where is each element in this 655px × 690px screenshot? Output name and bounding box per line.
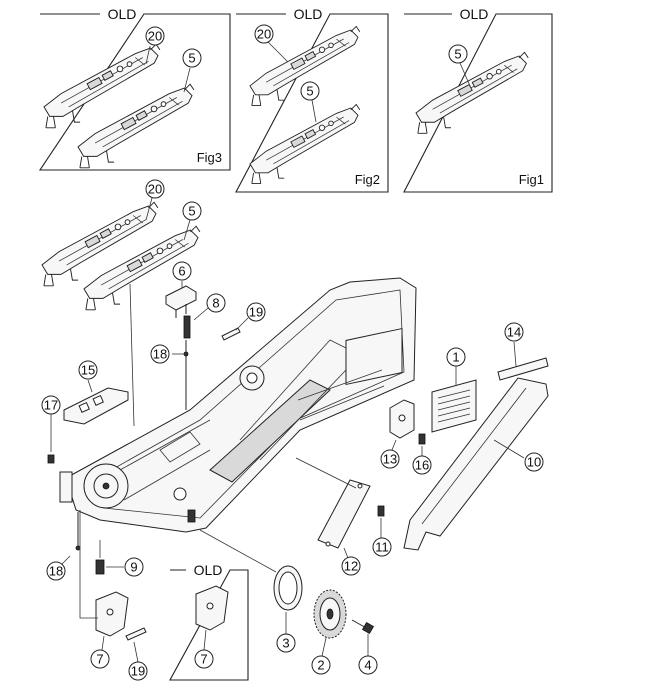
fig2-caption: Fig2 bbox=[355, 172, 380, 187]
callout-2: 2 bbox=[317, 658, 324, 673]
fig3-header: OLD bbox=[108, 6, 137, 22]
callout-13: 13 bbox=[383, 452, 397, 467]
callout-5: 5 bbox=[306, 84, 313, 99]
fig1-caption: Fig1 bbox=[519, 172, 544, 187]
callout-1: 1 bbox=[452, 350, 459, 365]
main-assembly: 20 5 6 8 19 18 15 bbox=[41, 179, 549, 681]
callout-9: 9 bbox=[130, 560, 137, 575]
callout-7: 7 bbox=[96, 652, 103, 667]
callout-20: 20 bbox=[148, 182, 162, 197]
callout-20: 20 bbox=[257, 27, 271, 42]
callout-10: 10 bbox=[527, 455, 541, 470]
callout-16: 16 bbox=[415, 458, 429, 473]
callout-18: 18 bbox=[153, 347, 167, 362]
callout-20: 20 bbox=[148, 29, 162, 44]
callout-19: 19 bbox=[249, 305, 263, 320]
fig1-box: OLD Fig1 5 bbox=[403, 6, 553, 193]
callout-5: 5 bbox=[188, 204, 195, 219]
callout-4: 4 bbox=[364, 658, 371, 673]
fig1-header: OLD bbox=[460, 6, 489, 22]
callout-15: 15 bbox=[81, 363, 95, 378]
callout-19: 19 bbox=[131, 664, 145, 679]
callout-14: 14 bbox=[507, 325, 521, 340]
fig3-caption: Fig3 bbox=[197, 150, 222, 165]
callout-6: 6 bbox=[178, 264, 185, 279]
fig2-header: OLD bbox=[294, 6, 323, 22]
callout-12: 12 bbox=[344, 559, 358, 574]
callout-18: 18 bbox=[49, 564, 63, 579]
bottom-old-header: OLD bbox=[194, 562, 223, 578]
callout-3: 3 bbox=[282, 636, 289, 651]
callout-5: 5 bbox=[454, 47, 461, 62]
callout-5: 5 bbox=[188, 51, 195, 66]
fig3-box: OLD Fig3 20 5 bbox=[38, 6, 231, 171]
callout-11: 11 bbox=[375, 540, 389, 555]
callout-7: 7 bbox=[200, 652, 207, 667]
bottom-old-box: OLD 7 bbox=[169, 562, 249, 681]
fig2-box: OLD Fig2 20 5 bbox=[235, 6, 389, 193]
callout-17: 17 bbox=[44, 398, 58, 413]
callout-8: 8 bbox=[212, 296, 219, 311]
